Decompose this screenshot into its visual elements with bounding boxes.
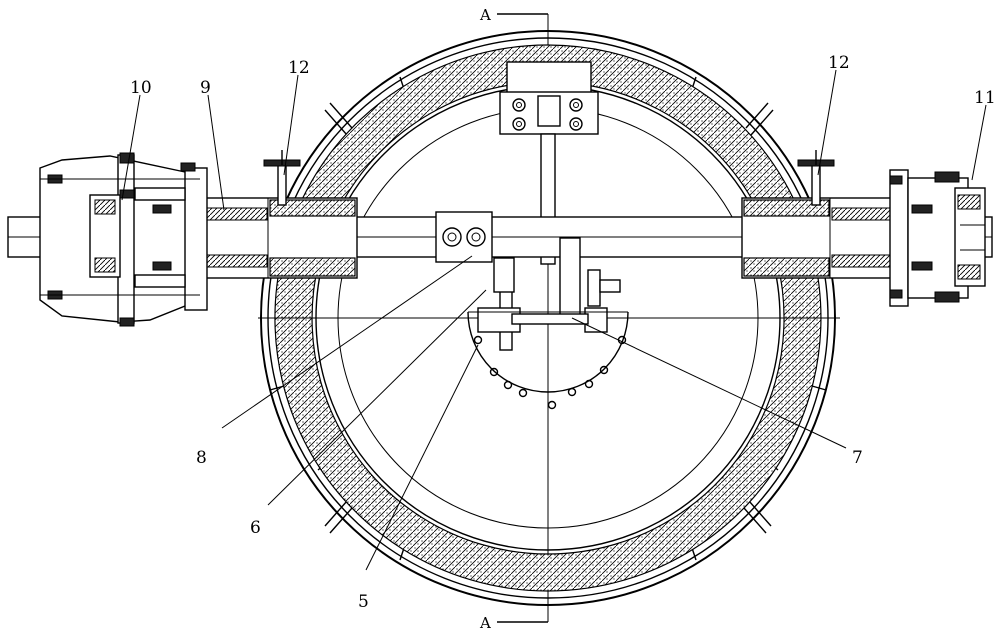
section-label-bottom: A <box>479 614 491 632</box>
bolt-circle <box>473 335 627 410</box>
sample-holder <box>467 237 629 410</box>
section-label-top: A <box>479 6 491 24</box>
callout-9: 9 <box>200 78 211 98</box>
callout-12-left: 12 <box>288 58 310 78</box>
thermocouple-left <box>263 150 301 206</box>
shaft-clamp <box>435 211 493 263</box>
callout-10: 10 <box>130 78 152 98</box>
right-sleeve <box>741 197 905 279</box>
leader-lines <box>121 69 987 571</box>
callout-11: 11 <box>974 88 996 108</box>
callout-5: 5 <box>358 592 369 612</box>
callout-12-right: 12 <box>828 53 850 73</box>
right-bearing-housing <box>889 169 986 307</box>
callout-8: 8 <box>196 448 207 468</box>
callout-7: 7 <box>852 448 863 468</box>
top-bracket <box>499 61 599 265</box>
insulation-ring <box>274 44 822 592</box>
thermocouple-right <box>797 150 835 206</box>
callout-6: 6 <box>250 518 261 538</box>
left-bearing-housing <box>39 152 208 327</box>
left-sleeve <box>194 197 358 279</box>
